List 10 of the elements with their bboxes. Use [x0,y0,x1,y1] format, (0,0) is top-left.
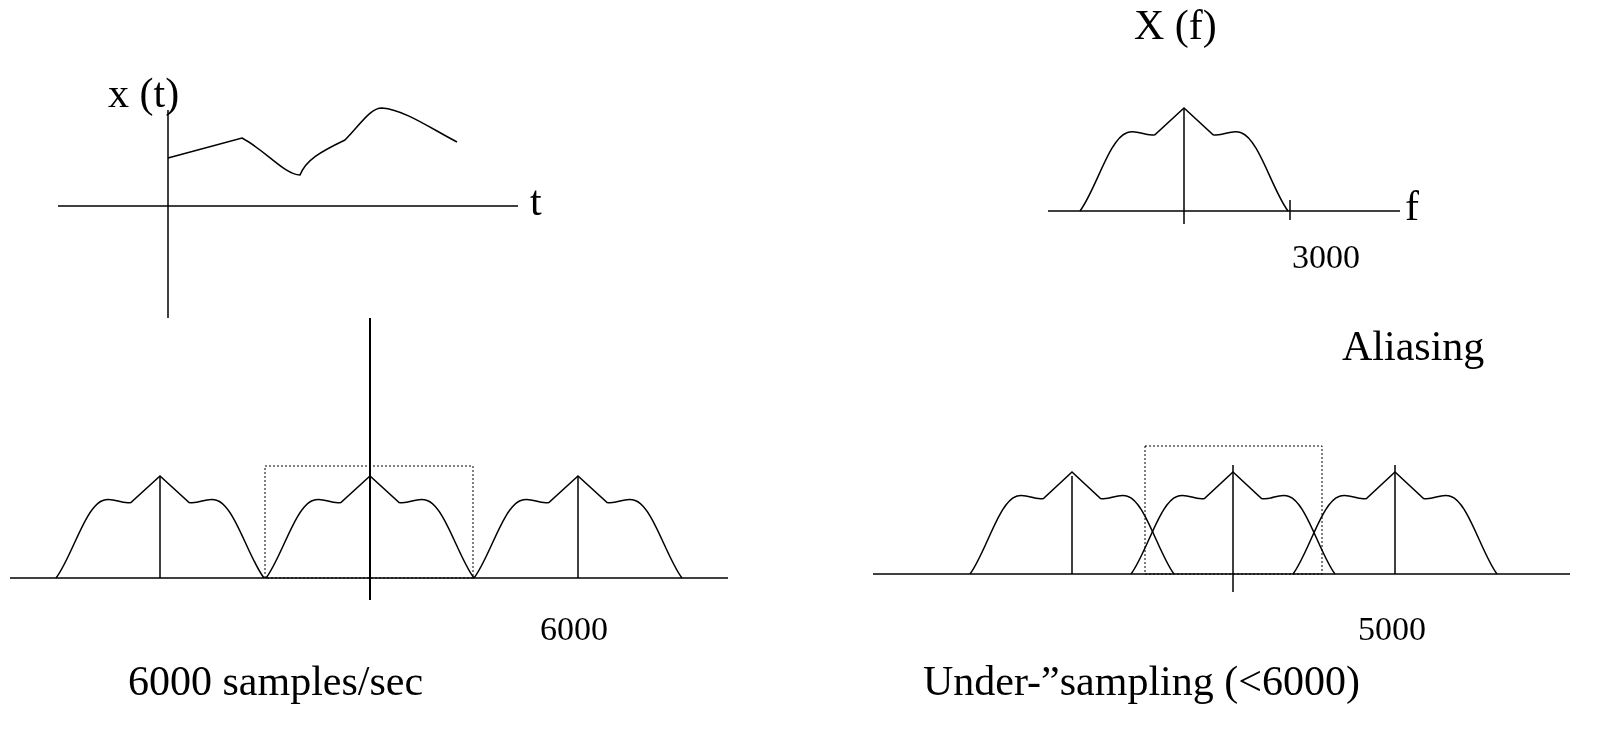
tick-label: 3000 [1292,240,1360,274]
axis-label: f [1405,185,1419,227]
caption: Under-”sampling (<6000) [923,660,1360,702]
caption: 6000 samples/sec [128,660,424,702]
axis-label: X (f) [1134,4,1217,46]
tick-label: 6000 [540,612,608,646]
annotation: Aliasing [1342,325,1485,367]
axis-label: x (t) [108,72,180,114]
axis-label: t [530,180,542,222]
tick-label: 5000 [1358,612,1426,646]
